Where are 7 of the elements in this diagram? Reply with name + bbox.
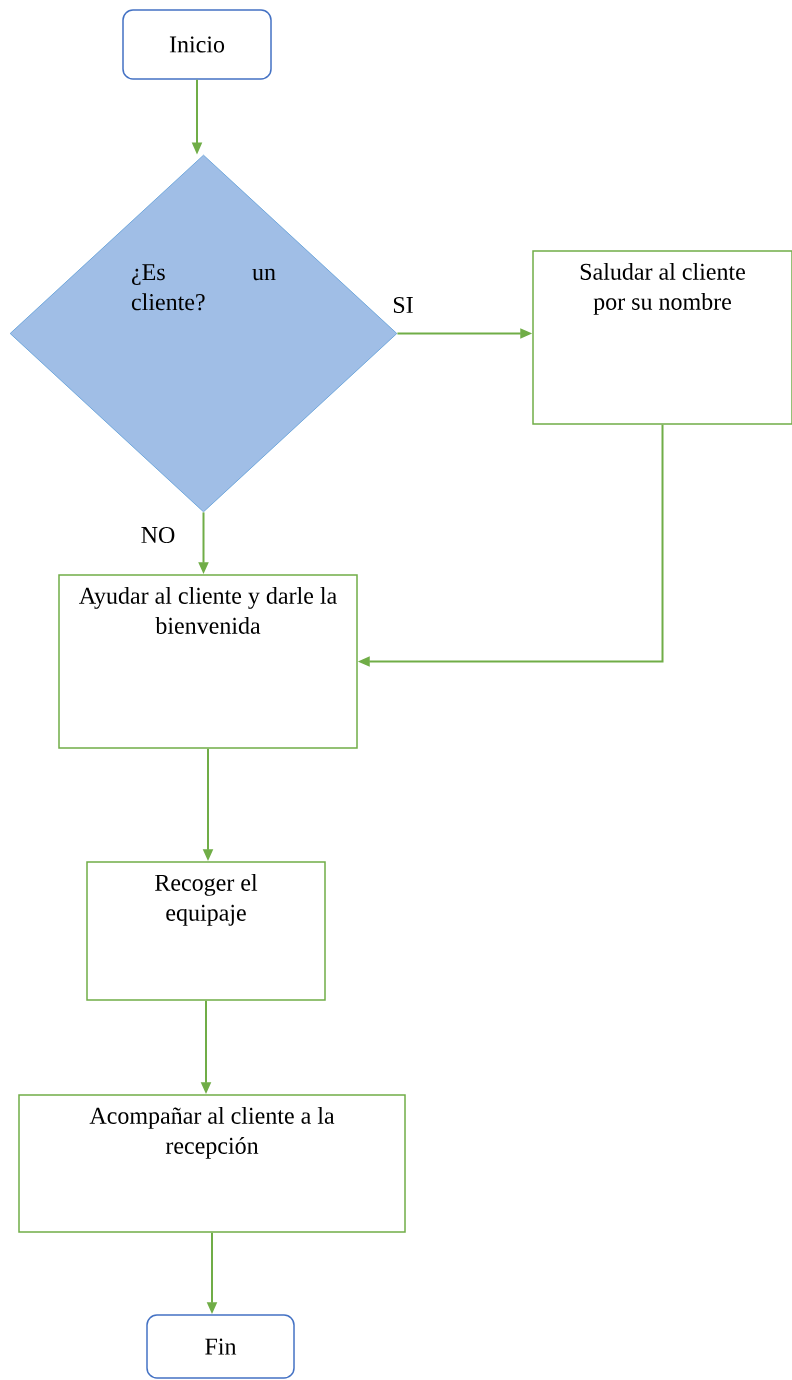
terminal-box: Inicio (122, 9, 272, 80)
process-box: Recoger el equipaje (86, 861, 326, 1001)
process-box: Acompañar al cliente a la recepción (18, 1094, 406, 1233)
edge-label: NO (139, 525, 177, 545)
process-box: Ayudar al cliente y darle la bienvenida (58, 574, 358, 749)
process-box: Saludar al cliente por su nombre (532, 250, 792, 425)
terminal-box: Fin (146, 1314, 295, 1379)
